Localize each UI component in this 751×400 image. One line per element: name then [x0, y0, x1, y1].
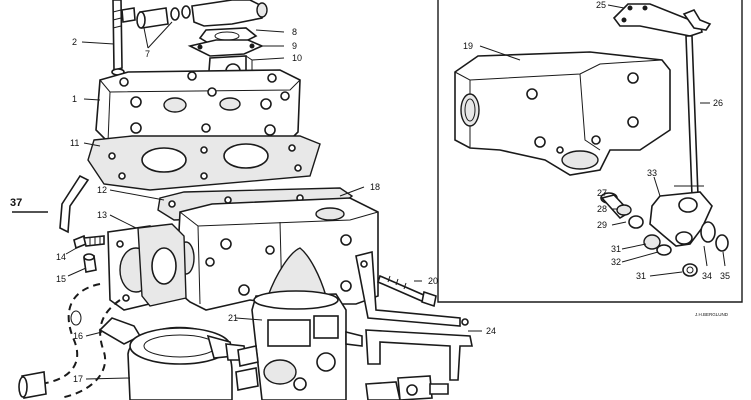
- part-9-gasket: [187, 39, 264, 57]
- callout-25: 25: [596, 0, 606, 10]
- callout-34: 34: [702, 271, 712, 281]
- callout-37: 37: [10, 197, 22, 209]
- part-19-manifold: [454, 51, 671, 176]
- callout-10: 10: [292, 53, 302, 63]
- callout-8: 8: [292, 27, 297, 37]
- callout-12: 12: [97, 185, 107, 195]
- callout-1: 1: [72, 94, 77, 104]
- inset-callouts: 25 19 26 27 28 29 33 31 32 31 34 35 J.H.…: [463, 0, 730, 317]
- part-21-carburetor: [235, 247, 363, 400]
- part-7-sleeve-pair: [136, 0, 268, 29]
- part-25-lever: [612, 3, 712, 37]
- main-callouts: 2 7 8 9 10 1 11 37 12 18 13 14 15 16 17 …: [10, 21, 496, 384]
- callout-27: 27: [597, 188, 607, 198]
- callout-35: 35: [720, 271, 730, 281]
- callout-14: 14: [56, 252, 66, 262]
- callout-24: 24: [486, 326, 496, 336]
- callout-17: 17: [73, 374, 83, 384]
- part-20-bolt: [377, 274, 437, 308]
- callout-18: 18: [370, 182, 380, 192]
- callout-31-lower: 31: [636, 271, 646, 281]
- illustrator-signature: J.H.BERGLUND: [695, 312, 729, 317]
- callout-16: 16: [73, 331, 83, 341]
- part-17-air-filter: [127, 326, 247, 400]
- inset-frame: [437, 0, 743, 303]
- callout-28: 28: [597, 204, 607, 214]
- callout-15: 15: [56, 274, 66, 284]
- callout-7: 7: [145, 49, 150, 59]
- part-37-hose: [12, 174, 90, 234]
- part-1-cylinder-head: [95, 69, 301, 149]
- part-26-rod: [674, 35, 704, 197]
- callout-26: 26: [713, 98, 723, 108]
- callout-13: 13: [97, 210, 107, 220]
- callout-32: 32: [611, 257, 621, 267]
- callout-33: 33: [647, 168, 657, 178]
- valve-assembly: [600, 191, 729, 277]
- part-24-bracket: [355, 250, 473, 381]
- callout-29: 29: [597, 220, 607, 230]
- callout-31-upper: 31: [611, 244, 621, 254]
- intake-hose-dashed: [18, 283, 121, 399]
- part-14-bolt: [73, 234, 105, 250]
- part-13-flange: [107, 223, 187, 311]
- part-11-head-gasket: [87, 135, 321, 191]
- callout-19: 19: [463, 41, 473, 51]
- part-16-pipe: [98, 317, 142, 345]
- callout-9: 9: [292, 41, 297, 51]
- part-15-fitting: [83, 253, 97, 273]
- callout-2: 2: [72, 37, 77, 47]
- callout-11: 11: [70, 138, 79, 148]
- part-2-stud: [111, 0, 136, 76]
- callout-20: 20: [428, 276, 438, 286]
- throttle-linkage: [365, 375, 449, 400]
- callout-21: 21: [228, 313, 238, 323]
